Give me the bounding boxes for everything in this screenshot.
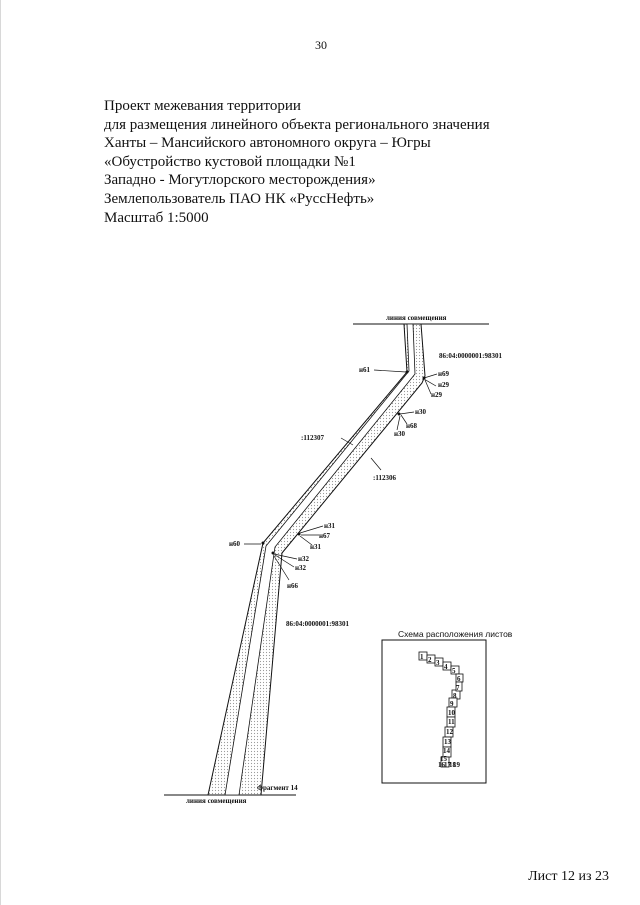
inset-frame bbox=[381, 639, 487, 784]
document-title: Проект межевания территории для размещен… bbox=[104, 97, 490, 227]
point-label-n31b: н31 bbox=[310, 543, 322, 551]
point-label-n32a: н32 bbox=[298, 555, 310, 563]
road-strip bbox=[224, 323, 416, 796]
svg-text:10: 10 bbox=[448, 709, 456, 717]
cadastral-label-top: 86:04:0000001:98301 bbox=[439, 352, 502, 360]
point-label-n29b: н29 bbox=[431, 391, 443, 399]
title-line-3: Ханты – Мансийского автономного округа –… bbox=[104, 135, 431, 152]
point-label-n30b: н30 bbox=[394, 430, 406, 438]
svg-text:2: 2 bbox=[428, 656, 432, 664]
point-label-n29a: н29 bbox=[438, 381, 450, 389]
point-label-n67: н67 bbox=[319, 532, 331, 540]
point-label-n68: н68 bbox=[406, 422, 418, 430]
svg-text:18: 18 bbox=[449, 761, 457, 769]
point-label-n66: н66 bbox=[287, 582, 299, 590]
inset-title: Схема расположения листов bbox=[398, 629, 513, 639]
point-label-n61: н61 bbox=[359, 366, 371, 374]
inset-sheet-numbers: 1 2 3 4 5 6 7 8 9 10 11 12 13 14 15 16 1… bbox=[420, 653, 461, 769]
svg-text:9: 9 bbox=[450, 700, 454, 708]
point-label-n69: н69 bbox=[438, 370, 450, 378]
svg-text:4: 4 bbox=[444, 663, 448, 671]
title-line-1: Проект межевания территории bbox=[104, 98, 301, 114]
corridor-band bbox=[207, 323, 426, 796]
cadastral-label-bottom: 86:04:0000001:98301 bbox=[286, 620, 349, 628]
point-label-n60: н60 bbox=[229, 540, 241, 548]
sheet-counter: Лист 12 из 23 bbox=[528, 869, 609, 884]
svg-text:1: 1 bbox=[420, 653, 424, 661]
leader-lines bbox=[244, 369, 438, 581]
svg-text:6: 6 bbox=[457, 675, 461, 683]
title-line-6: Землепользователь ПАО НК «РуссНефть» bbox=[104, 190, 375, 207]
svg-text:11: 11 bbox=[448, 718, 455, 726]
svg-text:5: 5 bbox=[452, 667, 456, 675]
inset-route bbox=[418, 651, 464, 768]
svg-text:13: 13 bbox=[444, 738, 452, 746]
svg-text:8: 8 bbox=[453, 692, 457, 700]
title-line-5: Западно - Могутлорского месторождения» bbox=[104, 172, 376, 189]
title-line-4: «Обустройство кустовой площадки №1 bbox=[104, 153, 356, 170]
svg-text:15: 15 bbox=[440, 755, 448, 763]
fragment-label: Фрагмент 14 bbox=[257, 784, 298, 792]
svg-text:19: 19 bbox=[453, 761, 461, 769]
svg-text:14: 14 bbox=[443, 747, 451, 755]
svg-text:17: 17 bbox=[444, 761, 452, 769]
point-label-n32b: н32 bbox=[295, 564, 307, 572]
svg-text:16: 16 bbox=[438, 761, 446, 769]
parcel-label-112307: :112307 bbox=[301, 434, 324, 442]
bottom-combination-label: линия совмещения bbox=[186, 797, 247, 805]
point-label-n30a: н30 bbox=[415, 408, 427, 416]
svg-text:7: 7 bbox=[456, 684, 460, 692]
parcel-label-112306: :112306 bbox=[373, 474, 396, 482]
point-label-n31a: н31 bbox=[324, 522, 336, 530]
top-combination-label: линия совмещения bbox=[386, 314, 447, 322]
page-number: 30 bbox=[315, 38, 327, 52]
title-line-7: Масштаб 1:5000 bbox=[104, 209, 209, 226]
title-line-2: для размещения линейного объекта региона… bbox=[104, 116, 490, 133]
svg-text:12: 12 bbox=[446, 728, 454, 736]
svg-text:3: 3 bbox=[436, 659, 440, 667]
